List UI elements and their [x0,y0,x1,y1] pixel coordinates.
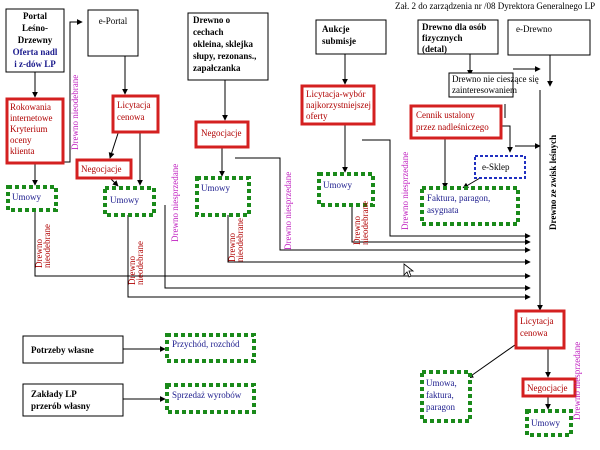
svg-text:słupy, rezonans.,: słupy, rezonans., [193,51,256,61]
svg-text:Licytacja: Licytacja [520,316,553,326]
node-drewno-fizyczne: Drewno dla osób fizycznych (detal) [417,19,499,55]
header-note: Zał. 2 do zarządzenia nr /08 Dyrektora G… [395,1,595,11]
svg-text:Aukcje: Aukcje [322,24,350,34]
label-drewno-short-2a: Drewno [127,256,137,285]
svg-text:Umowy: Umowy [201,183,230,193]
node-portal: Portal Leśno- Drzewny Oferta nadl i z-dó… [5,8,65,73]
label-drewno-short-1b: nieodebrane [42,224,52,268]
svg-text:oferty: oferty [306,111,328,121]
green-umowy-5: Umowy [525,409,573,437]
svg-text:Rokowania: Rokowania [10,102,51,112]
green-umowy-3: Umowy [195,176,251,217]
svg-text:przerób własny: przerób własny [31,401,91,411]
svg-text:e-Drewno: e-Drewno [516,24,552,34]
red-licytacja-cenowa-2: Licytacja cenowa [514,309,566,350]
svg-text:zapałczanka: zapałczanka [193,63,241,73]
svg-text:Umowy: Umowy [323,180,352,190]
svg-text:internetowe: internetowe [10,113,52,123]
box-zaklady-lp: Zakłady LP przerób własny [22,383,124,417]
label-drewno-niesprzedane-3: Drewno niesprzedane [400,152,410,230]
svg-text:Umowy: Umowy [110,195,139,205]
svg-text:Umowa,: Umowa, [426,378,457,388]
svg-text:Leśno-: Leśno- [22,23,48,33]
green-umowy-2: Umowy [103,186,156,217]
svg-text:przez nadleśniczego: przez nadleśniczego [416,122,489,132]
green-przychod-rozchod: Przychód, rozchód [165,333,256,363]
svg-text:paragon: paragon [426,402,455,412]
svg-text:Portal: Portal [23,11,47,21]
box-potrzeby-wlasne: Potrzeby własne [22,335,124,364]
node-eportal: e-Portal [87,9,139,57]
green-sprzedaz-wyrobow: Sprzedaż wyrobów [165,383,256,414]
label-drewno-niesprzedane-2: Drewno niesprzedane [283,172,293,250]
svg-text:Drewno dla osób: Drewno dla osób [422,22,486,32]
svg-text:e-Portal: e-Portal [99,16,128,26]
label-drewno-niesprzedane-4: Drewno niesprzedane [572,342,582,420]
svg-text:submisje: submisje [322,36,356,46]
label-drewno-ze-zwisk: Drewno ze zwisk leśnych [548,135,558,230]
svg-text:Negocjacje: Negocjacje [81,164,121,174]
label-drewno-short-4a: Drewno [352,216,362,245]
mouse-cursor-icon [403,263,415,278]
svg-text:(detal): (detal) [422,44,447,54]
svg-text:najkorzystniejszej: najkorzystniejszej [306,100,371,110]
svg-text:Kryterium: Kryterium [10,124,48,134]
green-umowa-faktura: Umowa, faktura, paragon [420,370,472,423]
red-negocjacje-3: Negocjacje [521,377,577,398]
svg-text:Drzewny: Drzewny [18,35,53,45]
svg-text:Drewno nie cieszące się: Drewno nie cieszące się [452,74,539,84]
svg-text:klienta: klienta [10,146,35,156]
label-drewno-short-4b: nieodebrane [360,201,370,245]
label-drewno-nieodebrane-1: Drewno nieodebrane [70,75,80,150]
svg-text:Oferta nadl: Oferta nadl [13,47,58,57]
red-negocjacje-2: Negocjacje [194,120,250,149]
svg-text:Negocjacje: Negocjacje [201,128,241,138]
svg-text:oceny: oceny [10,135,32,145]
svg-text:Drewno o: Drewno o [193,15,231,25]
svg-text:fizycznych: fizycznych [422,33,463,43]
note-drewno-nie-cieszace: Drewno nie cieszące się zainteresowaniem [448,72,539,98]
svg-text:Przychód, rozchód: Przychód, rozchód [172,339,240,349]
svg-text:e-Sklep: e-Sklep [482,162,510,172]
green-faktura: Faktura, paragon, asygnata [420,186,520,226]
svg-text:Negocjacje: Negocjacje [527,383,567,393]
vertical-labels: Drewno nieodebrane Drewno niesprzedane D… [34,75,582,420]
svg-text:faktura,: faktura, [426,390,454,400]
svg-text:Potrzeby własne: Potrzeby własne [31,345,94,355]
svg-text:Licytacja-wybór: Licytacja-wybór [306,89,365,99]
red-cennik: Cennik ustalony przez nadleśniczego [409,104,503,140]
red-licytacja-cenowa-1: Licytacja cenowa [111,94,160,134]
red-rokowania: Rokowania internetowe Kryterium oceny kl… [5,97,65,165]
label-drewno-short-1a: Drewno [34,239,44,268]
red-negocjacje-1: Negocjacje [75,158,133,180]
label-drewno-short-2b: nieodebrane [135,241,145,285]
svg-text:Faktura, paragon,: Faktura, paragon, [427,193,490,203]
svg-text:cenowa: cenowa [117,112,144,122]
svg-text:Umowy: Umowy [531,418,560,428]
blue-esklep: e-Sklep [474,155,526,179]
svg-text:cenowa: cenowa [520,328,547,338]
svg-text:Umowy: Umowy [12,192,41,202]
svg-text:okleina, sklejka: okleina, sklejka [193,39,254,49]
svg-text:Licytacja: Licytacja [117,100,150,110]
label-drewno-short-3a: Drewno [227,233,237,262]
node-edrewno: e-Drewno [507,19,591,56]
svg-text:Cennik ustalony: Cennik ustalony [416,110,475,120]
svg-text:Zakłady LP: Zakłady LP [31,389,77,399]
connectors [32,19,553,410]
svg-text:i z-dów LP: i z-dów LP [14,59,56,69]
green-umowy-4: Umowy [317,172,375,207]
svg-text:zainteresowaniem: zainteresowaniem [452,85,517,95]
svg-text:cechach: cechach [193,27,224,37]
red-licytacja-wybor: Licytacja-wybór najkorzystniejszej ofert… [300,84,376,126]
label-drewno-niesprzedane-1: Drewno niesprzedane [170,164,180,242]
node-drewno-cechach: Drewno o cechach okleina, sklejka słupy,… [187,12,269,81]
svg-text:asygnata: asygnata [427,205,459,215]
label-drewno-short-3b: nieodebrane [235,218,245,262]
node-aukcje: Aukcje submisje [315,19,387,55]
green-umowy-1: Umowy [6,185,58,212]
svg-text:Sprzedaż wyrobów: Sprzedaż wyrobów [172,390,242,400]
